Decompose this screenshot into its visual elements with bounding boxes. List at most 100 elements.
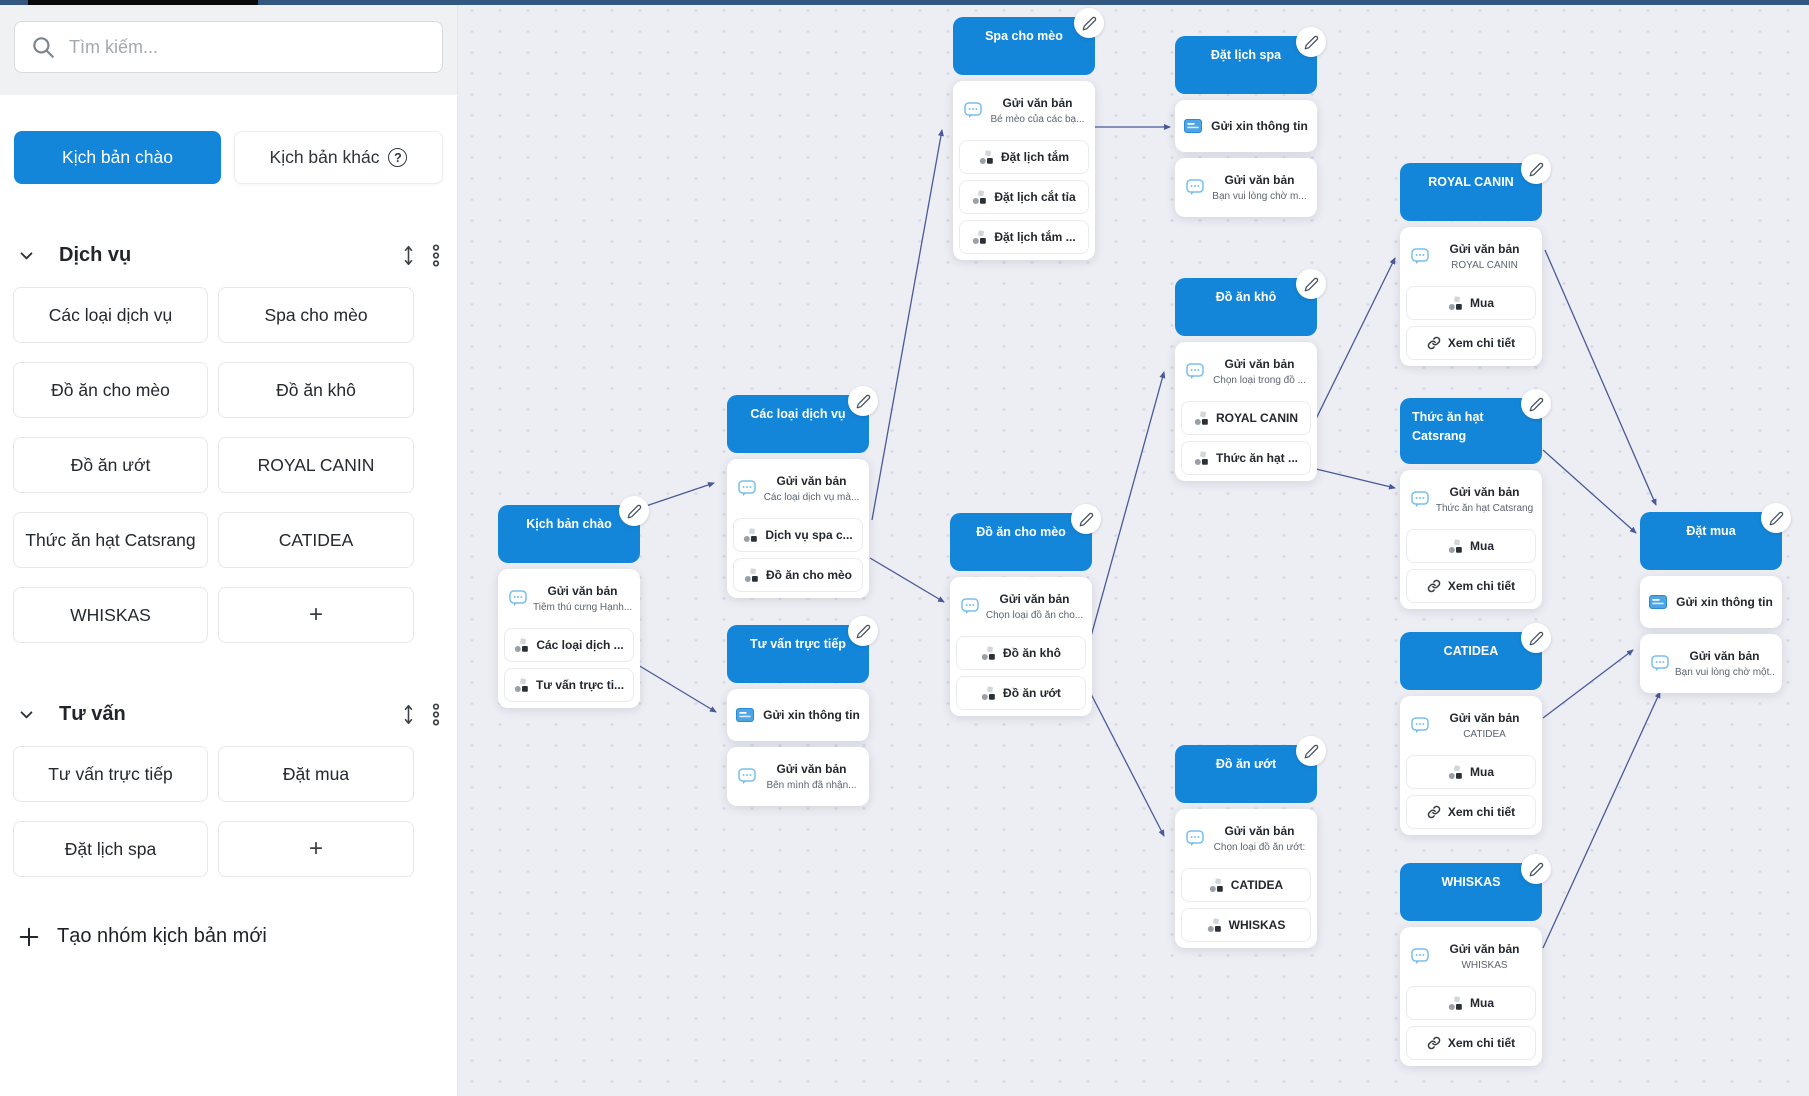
add-scenario-button[interactable]: + (218, 587, 414, 643)
more-options-icon[interactable] (431, 244, 441, 267)
option-row[interactable]: Dịch vụ spa c... (733, 518, 863, 552)
option-row[interactable]: Đồ ăn ướt (956, 676, 1086, 710)
option-row[interactable]: Mua (1406, 986, 1536, 1020)
edit-node-button[interactable] (1074, 8, 1104, 38)
reorder-icon[interactable] (402, 245, 415, 266)
add-scenario-button[interactable]: + (218, 821, 414, 877)
option-row[interactable]: Đồ ăn khô (956, 636, 1086, 670)
option-row[interactable]: Đặt lịch tắm (959, 140, 1089, 174)
message-icon (1411, 248, 1429, 265)
option-row[interactable]: WHISKAS (1181, 908, 1311, 942)
edit-node-button[interactable] (848, 386, 878, 416)
option-row[interactable]: Các loại dịch ... (504, 628, 634, 662)
node-header[interactable]: ROYAL CANIN (1400, 154, 1551, 221)
scenario-button[interactable]: WHISKAS (13, 587, 208, 643)
scenario-button[interactable]: Đồ ăn ướt (13, 437, 208, 493)
node-header[interactable]: Đặt mua (1640, 503, 1791, 570)
row-label: Gửi văn bản (999, 592, 1070, 606)
create-scenario-group-button[interactable]: Tạo nhóm kịch bản mới (18, 925, 457, 948)
edit-node-button[interactable] (1761, 503, 1791, 533)
view-detail-row[interactable]: Xem chi tiết (1406, 326, 1536, 360)
option-row[interactable]: Thức ăn hạt ... (1181, 441, 1311, 475)
flow-edge (871, 129, 944, 521)
scenario-button[interactable]: Đồ ăn cho mèo (13, 362, 208, 418)
option-row[interactable]: Đặt lịch cắt tỉa (959, 180, 1089, 214)
option-row[interactable]: Mua (1406, 286, 1536, 320)
node-header[interactable]: Đặt lịch spa (1175, 27, 1326, 94)
edit-node-button[interactable] (1521, 389, 1551, 419)
request-info-row[interactable]: Gửi xin thông tin (1646, 582, 1776, 622)
edit-node-button[interactable] (1296, 736, 1326, 766)
option-row[interactable]: Mua (1406, 755, 1536, 789)
row-label: Đặt lịch tắm (1000, 150, 1069, 164)
chevron-down-icon[interactable] (18, 247, 35, 264)
more-options-icon[interactable] (431, 703, 441, 726)
node-header[interactable]: CATIDEA (1400, 623, 1551, 690)
option-row[interactable]: Đặt lịch tắm ... (959, 220, 1089, 254)
scenario-button[interactable]: Đặt lịch spa (13, 821, 208, 877)
option-row[interactable]: Mua (1406, 529, 1536, 563)
scenario-button[interactable]: Đồ ăn khô (218, 362, 414, 418)
tab-kich-ban-chao[interactable]: Kịch bản chào (14, 131, 221, 184)
edit-node-button[interactable] (1521, 154, 1551, 184)
edit-node-button[interactable] (848, 616, 878, 646)
edit-node-button[interactable] (1296, 27, 1326, 57)
node-header[interactable]: Đồ ăn khô (1175, 269, 1326, 336)
option-row[interactable]: Tư vấn trực ti... (504, 668, 634, 702)
scenario-sidebar: Kịch bản chào Kịch bản khác ? Dịch vụ Các… (0, 0, 458, 1096)
option-row[interactable]: Đồ ăn cho mèo (733, 558, 863, 592)
node-header[interactable]: Đồ ăn cho mèo (950, 504, 1101, 571)
option-row[interactable]: ROYAL CANIN (1181, 401, 1311, 435)
node-header[interactable]: Kịch bản chào (498, 496, 649, 563)
node-header[interactable]: WHISKAS (1400, 854, 1551, 921)
scenario-button[interactable]: Đặt mua (218, 746, 414, 802)
search-input[interactable] (69, 36, 427, 58)
edit-node-button[interactable] (619, 496, 649, 526)
node-header[interactable]: Đồ ăn ướt (1175, 736, 1326, 803)
view-detail-row[interactable]: Xem chi tiết (1406, 795, 1536, 829)
view-detail-row[interactable]: Xem chi tiết (1406, 1026, 1536, 1060)
scenario-button[interactable]: Các loại dịch vụ (13, 287, 208, 343)
scenario-button[interactable]: ROYAL CANIN (218, 437, 414, 493)
edit-node-button[interactable] (1071, 504, 1101, 534)
option-row[interactable]: CATIDEA (1181, 868, 1311, 902)
search-box[interactable] (14, 21, 443, 73)
section-title: Dịch vụ (59, 244, 132, 266)
row-sublabel: Chọn loại trong đồ ... (1213, 375, 1306, 386)
reorder-icon[interactable] (402, 704, 415, 725)
scenario-button[interactable]: Tư vấn trực tiếp (13, 746, 208, 802)
edit-pencil-icon (1304, 35, 1319, 50)
chevron-down-icon[interactable] (18, 706, 35, 723)
scenario-button[interactable]: Spa cho mèo (218, 287, 414, 343)
node-header[interactable]: Spa cho mèo (953, 8, 1104, 75)
node-header[interactable]: Tư vấn trực tiếp (727, 616, 878, 683)
edit-node-button[interactable] (1296, 269, 1326, 299)
edit-node-button[interactable] (1521, 854, 1551, 884)
scenario-button[interactable]: CATIDEA (218, 512, 414, 568)
view-detail-row[interactable]: Xem chi tiết (1406, 569, 1536, 603)
request-info-row[interactable]: Gửi xin thông tin (733, 695, 863, 735)
node-header[interactable]: Các loại dịch vụ (727, 386, 878, 453)
scenario-button[interactable]: Thức ăn hạt Catsrang (13, 512, 208, 568)
request-info-row[interactable]: Gửi xin thông tin (1181, 106, 1311, 146)
node-header[interactable]: Thức ăn hạt Catsrang (1400, 389, 1551, 464)
tab-kich-ban-khac[interactable]: Kịch bản khác ? (234, 131, 443, 184)
edit-node-button[interactable] (1521, 623, 1551, 653)
